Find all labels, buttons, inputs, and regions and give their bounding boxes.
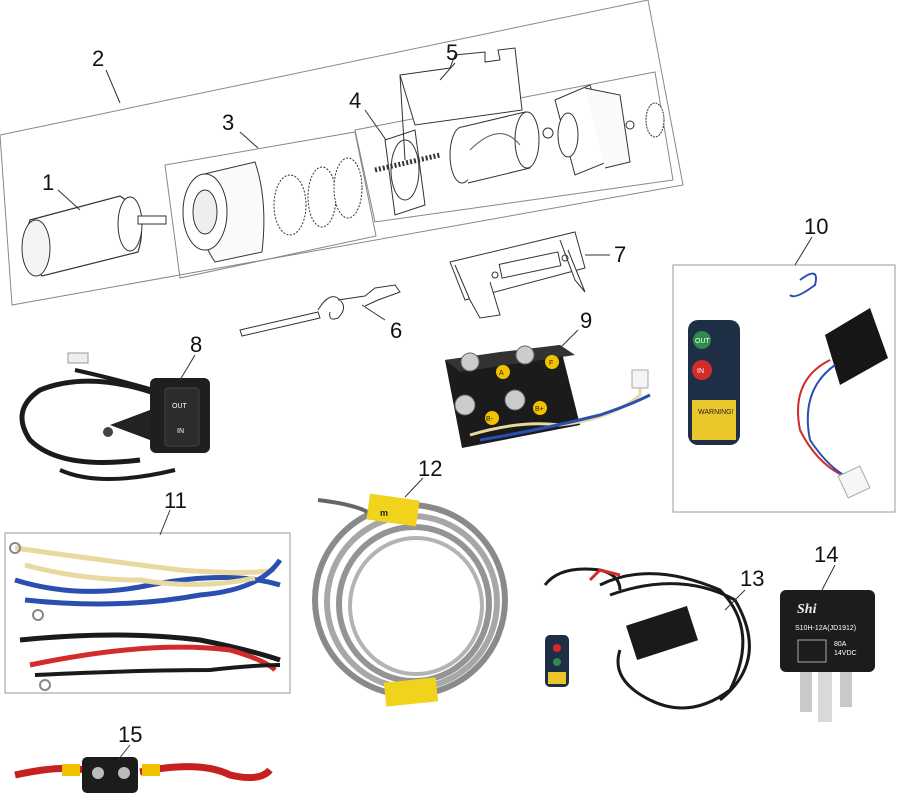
rope-tag: m	[380, 508, 388, 518]
switch-out-label: OUT	[172, 403, 188, 410]
battery-cables-part-11	[4, 532, 291, 694]
terminal-label-5: B-	[486, 416, 494, 423]
remote-out-label: OUT	[695, 338, 711, 345]
assembly-frame-2	[0, 0, 684, 306]
callouts: 1 2 3 4 5 6 7 8 9 10 11 12 13 14 15	[42, 40, 838, 761]
wire-rope-part-12: m	[312, 493, 508, 707]
callout-8: 8	[190, 332, 202, 357]
rocker-switch-part-8: OUT IN	[19, 352, 210, 481]
terminal-label-2: F	[549, 360, 553, 367]
terminal-label-6: B+	[535, 406, 544, 413]
callout-12: 12	[418, 456, 442, 481]
callout-10: 10	[804, 214, 828, 239]
tie-plate-part-5	[399, 47, 523, 161]
callout-15: 15	[118, 722, 142, 747]
relay-brand: Shi	[797, 602, 817, 617]
part11-frame	[4, 532, 291, 694]
relay-rating-v: 14VDC	[834, 650, 857, 657]
hook-strap-part-6	[239, 284, 401, 337]
callout-2: 2	[92, 46, 104, 71]
fairlead-part-7	[449, 231, 586, 319]
switch-in-label: IN	[177, 428, 184, 435]
callout-4: 4	[349, 88, 361, 113]
winch-assembly-group	[0, 0, 684, 306]
wireless-kit-part-13	[543, 567, 751, 710]
relay-model: S10H-12A(JD1912)	[795, 625, 856, 632]
gearbox-part-3	[182, 157, 363, 263]
callout-13: 13	[740, 566, 764, 591]
part10-frame	[672, 264, 896, 513]
solenoid-part-9: A F B- B+	[445, 345, 651, 448]
motor-part-1	[21, 195, 167, 277]
callout-9: 9	[580, 308, 592, 333]
callout-3: 3	[222, 110, 234, 135]
wireless-remote-part-10: OUT IN WARNING!	[672, 264, 896, 513]
callout-1: 1	[42, 170, 54, 195]
drum-frame-4	[354, 71, 674, 223]
remote-in-label: IN	[697, 368, 704, 375]
terminal-label-1: A	[499, 370, 504, 377]
circuit-breaker-part-15	[14, 757, 273, 793]
gearbox-frame-3	[164, 131, 377, 279]
relay-rating-a: 80A	[834, 641, 847, 648]
end-housing	[542, 84, 665, 176]
callout-7: 7	[614, 242, 626, 267]
drum-part-4	[374, 111, 540, 216]
warning-label: WARNING!	[698, 409, 734, 416]
callout-6: 6	[390, 318, 402, 343]
callout-14: 14	[814, 542, 838, 567]
relay-part-14: Shi S10H-12A(JD1912) 80A 14VDC	[780, 590, 875, 722]
callout-5: 5	[446, 40, 458, 65]
callout-11: 11	[164, 488, 187, 513]
